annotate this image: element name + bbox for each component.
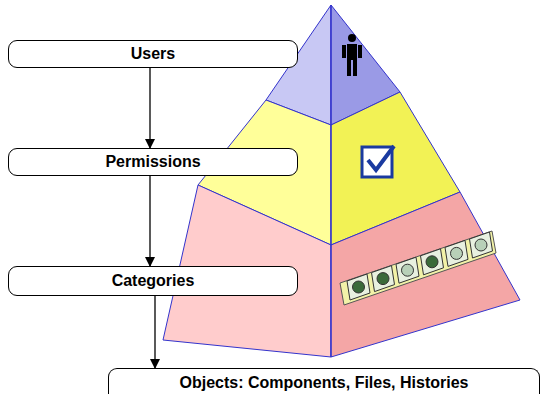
pyramid-band (331, 192, 520, 357)
box-label: Permissions (99, 153, 206, 171)
label-box: Objects: Components, Files, Histories (108, 368, 540, 394)
label-box: Users (8, 40, 298, 68)
checkbox-icon (362, 146, 394, 177)
box-label: Users (125, 45, 181, 63)
flow-arrow (149, 68, 150, 148)
pyramid-edge (330, 5, 331, 357)
label-box: Permissions (8, 148, 298, 176)
user-icon (342, 34, 362, 76)
box-label: Objects: Components, Files, Histories (174, 374, 475, 392)
category-row (340, 231, 496, 305)
box-label: Categories (106, 272, 201, 290)
flow-arrow (149, 176, 150, 266)
label-box: Categories (8, 266, 298, 296)
flow-arrow (154, 296, 155, 368)
